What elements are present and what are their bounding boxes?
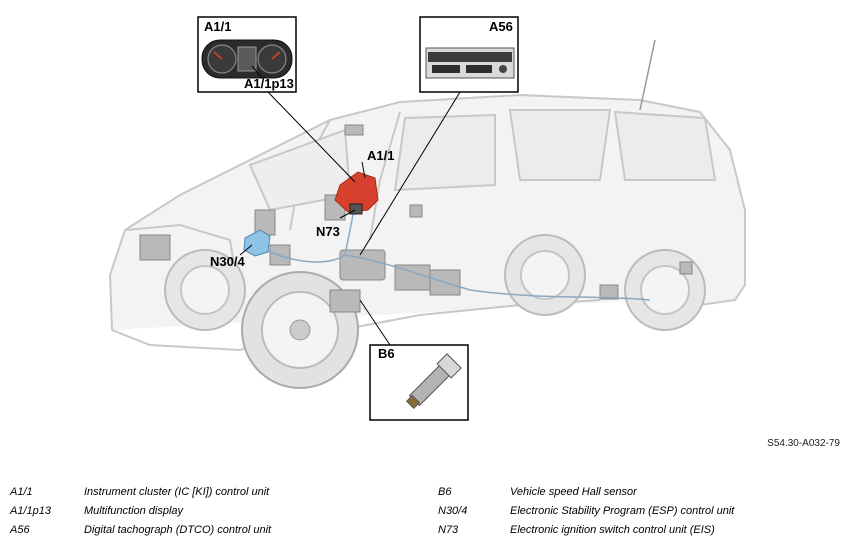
legend-code: A1/1 [10,486,33,498]
detail-box-a56: A56 [419,16,519,93]
legend-code: A1/1p13 [10,505,51,517]
document-code: S54.30-A032-79 [767,438,840,449]
legend-description: Instrument cluster (IC [KI]) control uni… [84,486,270,498]
rear-left-wheel [504,234,586,316]
a1-1-highlight [334,171,379,213]
front-right-wheel [164,249,246,331]
detail-box-b6: B6 [369,344,469,421]
internal-components [139,124,693,313]
n73-highlight [349,203,363,215]
callout-a56-box: A56 [489,19,513,34]
legend-code: B6 [438,486,452,498]
legend-description: Electronic Stability Program (ESP) contr… [510,505,735,517]
front-left-wheel [241,271,359,389]
legend-code: N73 [438,524,459,536]
legend-code: N30/4 [438,505,468,517]
n30-4-highlight [243,229,271,257]
vehicle-diagram: A1/1 A1/1p13 A56 B6 A1/1 N73 N30/4 [108,16,746,421]
van-body [108,39,746,352]
callout-n73-vehicle: N73 [316,224,340,239]
rear-right-wheel [624,249,706,331]
legend-description: Electronic ignition switch control unit … [510,524,715,536]
multifunction-display [237,46,257,72]
detail-box-a1-1: A1/1 A1/1p13 [197,16,297,93]
legend-description: Multifunction display [84,505,184,517]
legend-description: Digital tachograph (DTCO) control unit [84,524,272,536]
callout-a1-1p13-box: A1/1p13 [244,76,294,91]
legend-code: A56 [10,524,30,536]
callout-a1-1-vehicle: A1/1 [367,148,394,163]
leader-lines [239,91,461,346]
callout-n30-4-vehicle: N30/4 [210,254,245,269]
callout-b6-box: B6 [378,346,395,361]
legend-description: Vehicle speed Hall sensor [510,486,637,498]
callout-a1-1-box: A1/1 [204,19,231,34]
speed-sensor-image [405,353,462,410]
